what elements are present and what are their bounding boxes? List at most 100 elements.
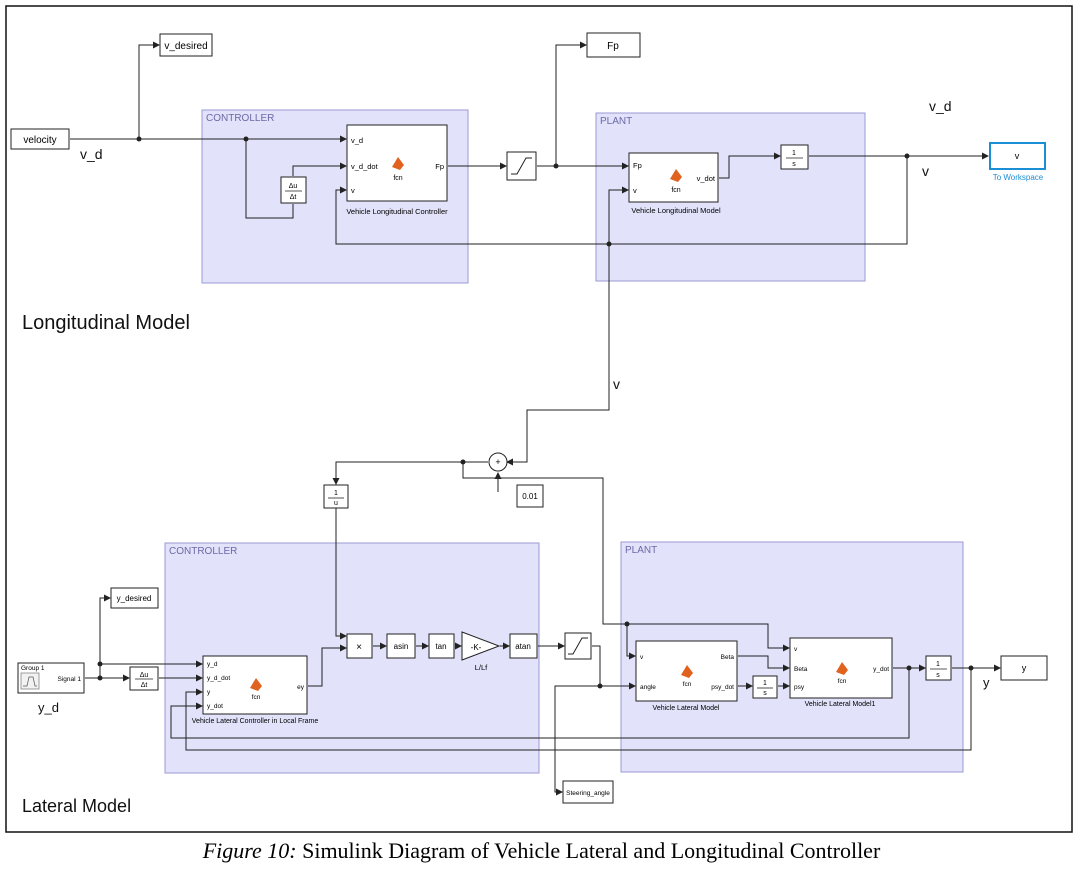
constant-block[interactable]: 0.01 — [516, 484, 544, 508]
tan-block[interactable]: tan — [428, 633, 455, 659]
vd-top-label: v_d — [929, 98, 952, 114]
lateral-model-title: Lateral Model — [22, 796, 131, 816]
product-block[interactable]: × — [346, 633, 373, 659]
y-output-block[interactable]: y — [1000, 655, 1048, 681]
svg-text:psy: psy — [794, 684, 805, 691]
lateral-model-block[interactable]: v angle Beta psy_dot fcn — [635, 640, 738, 702]
lp-input-fp: Fp — [633, 161, 642, 170]
lateral-model-name: Vehicle Lateral Model — [653, 705, 720, 712]
to-workspace-label: To Workspace — [993, 173, 1044, 182]
signal-out-label: Signal 1 — [58, 676, 82, 683]
y-signal-label: y — [983, 675, 990, 690]
lateral-model1-name: Vehicle Lateral Model1 — [805, 701, 876, 708]
svg-text:asin: asin — [394, 642, 409, 651]
lp-output-vdot: v_dot — [697, 174, 716, 183]
velocity-source-block[interactable]: velocity — [10, 128, 70, 150]
lateral-model1-block[interactable]: v Beta psy y_dot fcn — [789, 637, 893, 699]
svg-text:s: s — [936, 672, 940, 679]
svg-text:Beta: Beta — [794, 666, 808, 673]
svg-text:atan: atan — [515, 642, 531, 651]
svg-text:y: y — [207, 689, 211, 696]
svg-text:Steering_angle: Steering_angle — [566, 790, 610, 797]
svg-text:×: × — [356, 642, 362, 653]
matlab-function-icon — [392, 157, 404, 170]
lc-input-vd-dot: v_d_dot — [351, 162, 379, 171]
lateral-controller-block[interactable]: y_d y_d_dot y y_dot ey fcn — [202, 655, 308, 715]
matlab-function-icon — [681, 665, 693, 678]
svg-text:1: 1 — [936, 661, 940, 668]
simulink-diagram: CONTROLLER PLANT CONTROLLER PLANT Longit… — [5, 5, 1073, 833]
matlab-function-icon — [250, 678, 262, 691]
fp-output-block[interactable]: Fp — [586, 32, 641, 58]
longitudinal-controller-block[interactable]: v_d v_d_dot v Fp fcn — [346, 124, 448, 202]
longitudinal-controller-name: Vehicle Longitudinal Controller — [346, 207, 448, 216]
longitudinal-integrator-block[interactable]: 1 s — [780, 144, 809, 170]
lc-input-v: v — [351, 186, 355, 195]
svg-text:s: s — [763, 690, 767, 697]
lateral-plant-title: PLANT — [625, 545, 657, 556]
fp-output-label: Fp — [607, 41, 619, 52]
svg-text:Δt: Δt — [290, 194, 297, 201]
svg-text:fcn: fcn — [838, 678, 847, 685]
figure-label: Figure 10: — [202, 838, 297, 863]
lateral-integrator-block[interactable]: 1 s — [925, 655, 952, 681]
svg-text:s: s — [792, 161, 796, 168]
gain-block[interactable]: -K- — [461, 631, 501, 661]
reciprocal-block[interactable]: 1 u — [323, 484, 349, 509]
lateral-saturation-block[interactable] — [564, 632, 592, 660]
y-desired-block[interactable]: y_desired — [110, 587, 159, 609]
svg-text:tan: tan — [435, 642, 446, 651]
matlab-function-icon — [670, 169, 682, 182]
svg-text:y_dot: y_dot — [873, 666, 889, 673]
svg-text:1: 1 — [763, 680, 767, 687]
lateral-controller-title: CONTROLLER — [169, 546, 237, 557]
saturation-icon — [511, 157, 532, 175]
psy-integrator-block[interactable]: 1 s — [752, 675, 778, 699]
asin-block[interactable]: asin — [386, 633, 416, 659]
svg-text:Δu: Δu — [140, 672, 149, 679]
longitudinal-plant-block[interactable]: Fp v v_dot fcn — [628, 152, 719, 203]
longitudinal-plant-area: PLANT — [595, 112, 866, 282]
longitudinal-plant-title: PLANT — [600, 116, 632, 127]
svg-text:v: v — [794, 646, 798, 653]
svg-text:u: u — [334, 500, 338, 507]
svg-text:y: y — [1022, 663, 1027, 673]
longitudinal-saturation-block[interactable] — [506, 151, 537, 181]
lateral-derivative-block[interactable]: Δu Δt — [129, 666, 159, 691]
y-desired-label: y_desired — [117, 594, 152, 603]
longitudinal-plant-name: Vehicle Longitudinal Model — [631, 206, 721, 215]
vd-signal-label: v_d — [80, 146, 103, 162]
sum-sign: + — [495, 457, 500, 467]
lateral-junctions — [97, 459, 974, 689]
signal-builder-block[interactable]: Group 1 Signal 1 — [17, 662, 85, 694]
to-workspace-block[interactable]: v — [989, 142, 1046, 170]
saturation-icon — [568, 637, 588, 655]
longitudinal-controller-title: CONTROLLER — [206, 113, 274, 124]
lc-input-vd: v_d — [351, 136, 363, 145]
yd-label: y_d — [38, 700, 59, 715]
svg-text:y_d: y_d — [207, 661, 218, 668]
svg-text:Δu: Δu — [289, 183, 298, 190]
lc-fcn-label: fcn — [393, 175, 402, 182]
lp-input-v: v — [633, 186, 637, 195]
middle-v-label: v — [613, 376, 620, 392]
svg-text:fcn: fcn — [671, 187, 680, 194]
lateral-signal-lines — [85, 461, 1001, 796]
figure-caption: Figure 10: Simulink Diagram of Vehicle L… — [0, 838, 1083, 864]
svg-text:fcn: fcn — [683, 681, 692, 688]
svg-text:Beta: Beta — [721, 654, 735, 661]
to-workspace-value: v — [1015, 151, 1020, 161]
v-desired-block[interactable]: v_desired — [159, 33, 213, 57]
sum-block[interactable]: + — [488, 452, 508, 472]
velocity-source-label: velocity — [23, 135, 56, 146]
constant-value: 0.01 — [522, 492, 538, 501]
steering-angle-block[interactable]: Steering_angle — [562, 780, 614, 804]
svg-text:angle: angle — [640, 684, 656, 691]
lc-output-fp: Fp — [435, 162, 444, 171]
svg-text:1: 1 — [334, 490, 338, 497]
longitudinal-derivative-block[interactable]: Δu Δt — [280, 176, 307, 204]
v-desired-label: v_desired — [164, 41, 207, 52]
svg-text:-K-: -K- — [471, 643, 482, 652]
lateral-controller-name: Vehicle Lateral Controller in Local Fram… — [192, 718, 319, 725]
atan-block[interactable]: atan — [509, 633, 538, 659]
